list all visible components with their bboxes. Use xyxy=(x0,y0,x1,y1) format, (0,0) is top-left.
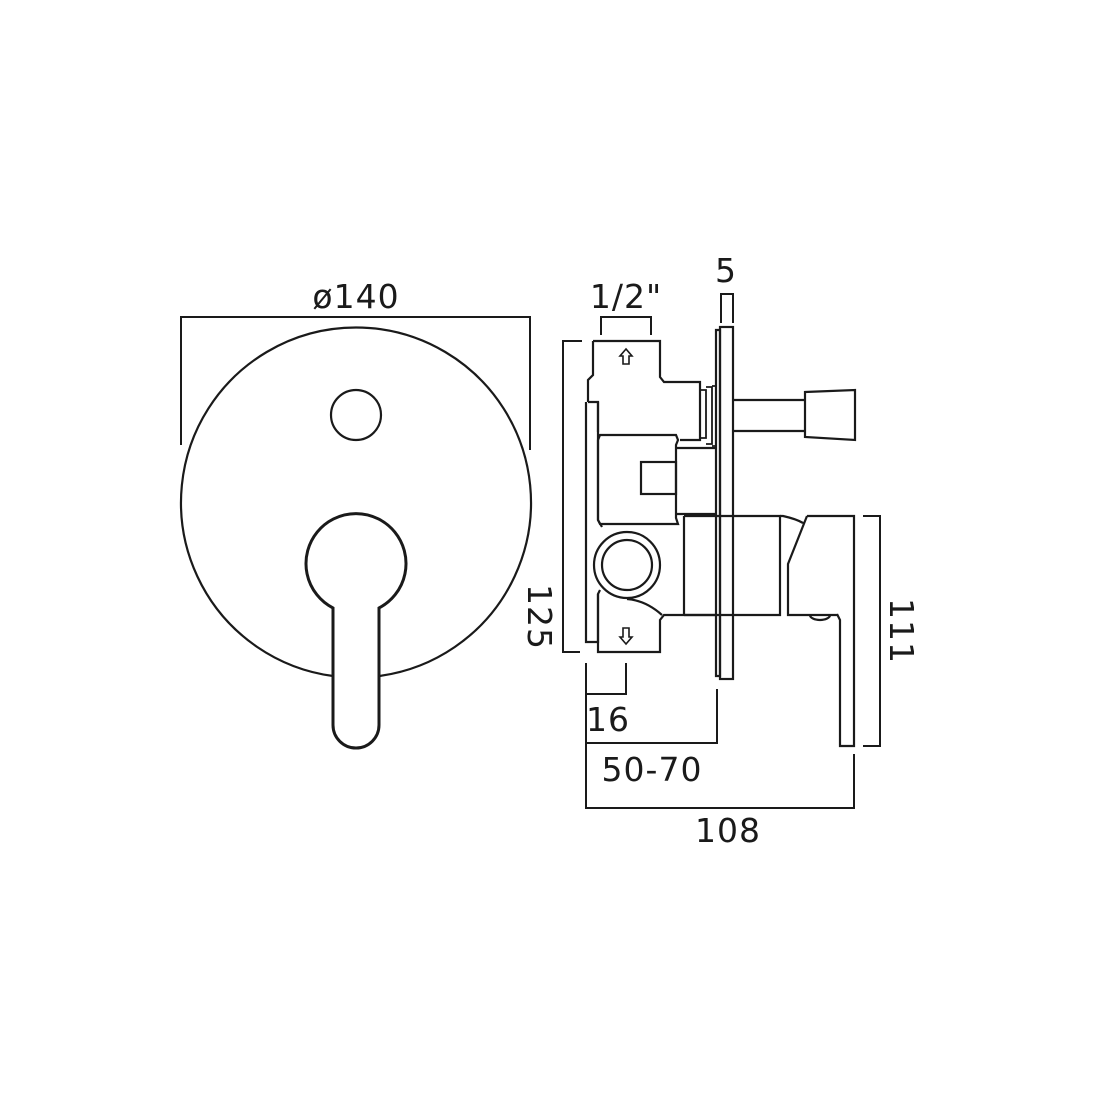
cover-plate-face xyxy=(718,325,735,681)
plate-thickness-label: 5 xyxy=(715,251,737,290)
rear-offset-dimension-line xyxy=(585,663,627,695)
valve-body xyxy=(586,339,702,442)
body-height-label: 125 xyxy=(520,584,559,650)
down-arrow-icon xyxy=(618,627,634,646)
handle-hub xyxy=(684,514,782,617)
wall-depth-dimension-line xyxy=(585,689,718,744)
cover-plate xyxy=(179,326,533,678)
handle-height-label: 111 xyxy=(882,598,921,664)
diverter-connector xyxy=(700,385,717,447)
overall-depth-dimension-line xyxy=(585,743,855,809)
outlet-ring-inner xyxy=(600,538,654,592)
diameter-dimension-line xyxy=(180,316,531,450)
lower-body xyxy=(596,594,716,654)
inlet-dimension-line xyxy=(600,316,652,335)
cartridge-stem xyxy=(639,460,678,496)
handle-height-dimension-line xyxy=(863,515,881,747)
lever-handle xyxy=(304,512,408,750)
outlet-ring-outer xyxy=(592,530,662,600)
diverter-knob xyxy=(329,388,383,442)
body-height-dimension-line xyxy=(562,340,582,653)
up-arrow-icon xyxy=(618,347,634,365)
wall-depth-label: 50-70 xyxy=(602,750,703,789)
lever-notch xyxy=(808,614,832,622)
plate-thickness-dimension-line xyxy=(720,293,734,323)
side-view: 1/2" 5 125 xyxy=(520,251,921,850)
inlet-label: 1/2" xyxy=(590,277,662,316)
cartridge-spacer xyxy=(676,446,716,516)
front-view: ø140 xyxy=(179,277,533,750)
lever-side xyxy=(780,514,856,748)
rear-offset-label: 16 xyxy=(586,700,630,739)
diverter-knob-side xyxy=(733,388,857,442)
diameter-label: ø140 xyxy=(312,277,399,316)
overall-depth-label: 108 xyxy=(695,811,761,850)
cartridge-block xyxy=(596,433,680,526)
